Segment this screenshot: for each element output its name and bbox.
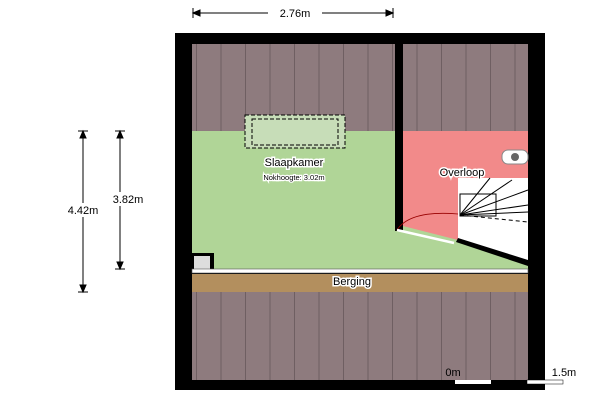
door-swing	[396, 213, 459, 231]
roof-lower	[192, 292, 528, 380]
interior-wall	[395, 33, 403, 231]
stair-treads	[459, 177, 529, 223]
room-label-berging: Berging	[333, 276, 371, 288]
knee-wall	[191, 268, 529, 274]
scale-bar-segment	[526, 379, 564, 385]
roof-upper	[192, 44, 528, 132]
room-label-overloop: Overloop	[440, 167, 485, 179]
scale-start-label: 0m	[445, 367, 460, 379]
room-label-slaapkamer: Slaapkamer	[265, 157, 324, 169]
dimension-width-label: 2.76m	[280, 8, 311, 20]
staircase	[458, 178, 528, 262]
room-berging	[192, 274, 528, 292]
dimension-height-total-label: 4.42m	[68, 205, 99, 217]
scale-end-label: 1.5m	[552, 367, 576, 379]
skylight	[244, 114, 346, 149]
skylight-inner	[251, 118, 339, 146]
shaft-inner	[194, 256, 210, 269]
stair-wall	[456, 238, 528, 266]
room-note-nokhoogte: Nokhoogte: 3.02m	[263, 173, 324, 182]
dimension-height-room-label: 3.82m	[113, 194, 144, 206]
scale-bar	[455, 380, 491, 384]
door	[396, 228, 455, 245]
